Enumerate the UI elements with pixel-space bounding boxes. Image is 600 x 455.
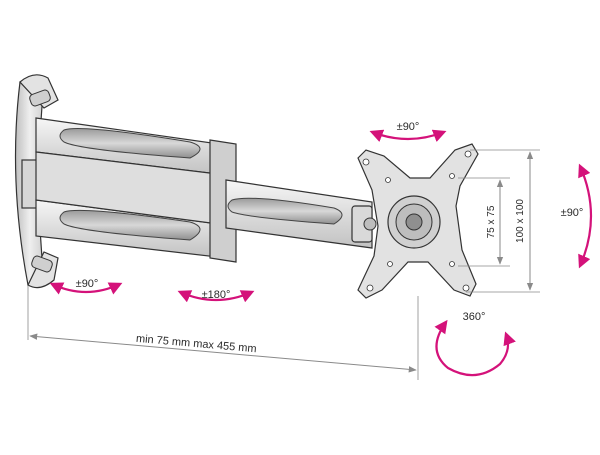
rotation-label: 360° (463, 311, 486, 323)
rotation-indicator: 360° (434, 311, 516, 377)
swivel-middle-arrow-icon (177, 290, 255, 303)
rotation-arrow-icon (434, 319, 516, 377)
tilt-top-arrow-icon (369, 129, 447, 142)
second-arm (225, 179, 377, 249)
swivel-middle-label: ±180° (202, 289, 231, 301)
vesa-plate (357, 143, 479, 299)
tilt-top-label: ±90° (397, 121, 420, 133)
vesa-small-label: 75 x 75 (486, 205, 497, 238)
tilt-left-indicator: ±90° (49, 278, 123, 295)
tilt-right-arrow-icon (578, 163, 593, 269)
vesa-dimensions: 75 x 75 100 x 100 (458, 149, 540, 293)
reach-label: min 75 mm max 455 mm (135, 333, 257, 356)
tilt-left-arrow-icon (49, 282, 123, 295)
swivel-middle-indicator: ±180° (177, 289, 255, 303)
tilt-left-label: ±90° (76, 278, 99, 290)
tilt-right-label: ±90° (561, 207, 584, 219)
tilt-right-indicator: ±90° (561, 163, 593, 269)
tilt-top-indicator: ±90° (369, 121, 447, 142)
first-arm (35, 117, 237, 263)
vesa-large-label: 100 x 100 (515, 199, 526, 243)
